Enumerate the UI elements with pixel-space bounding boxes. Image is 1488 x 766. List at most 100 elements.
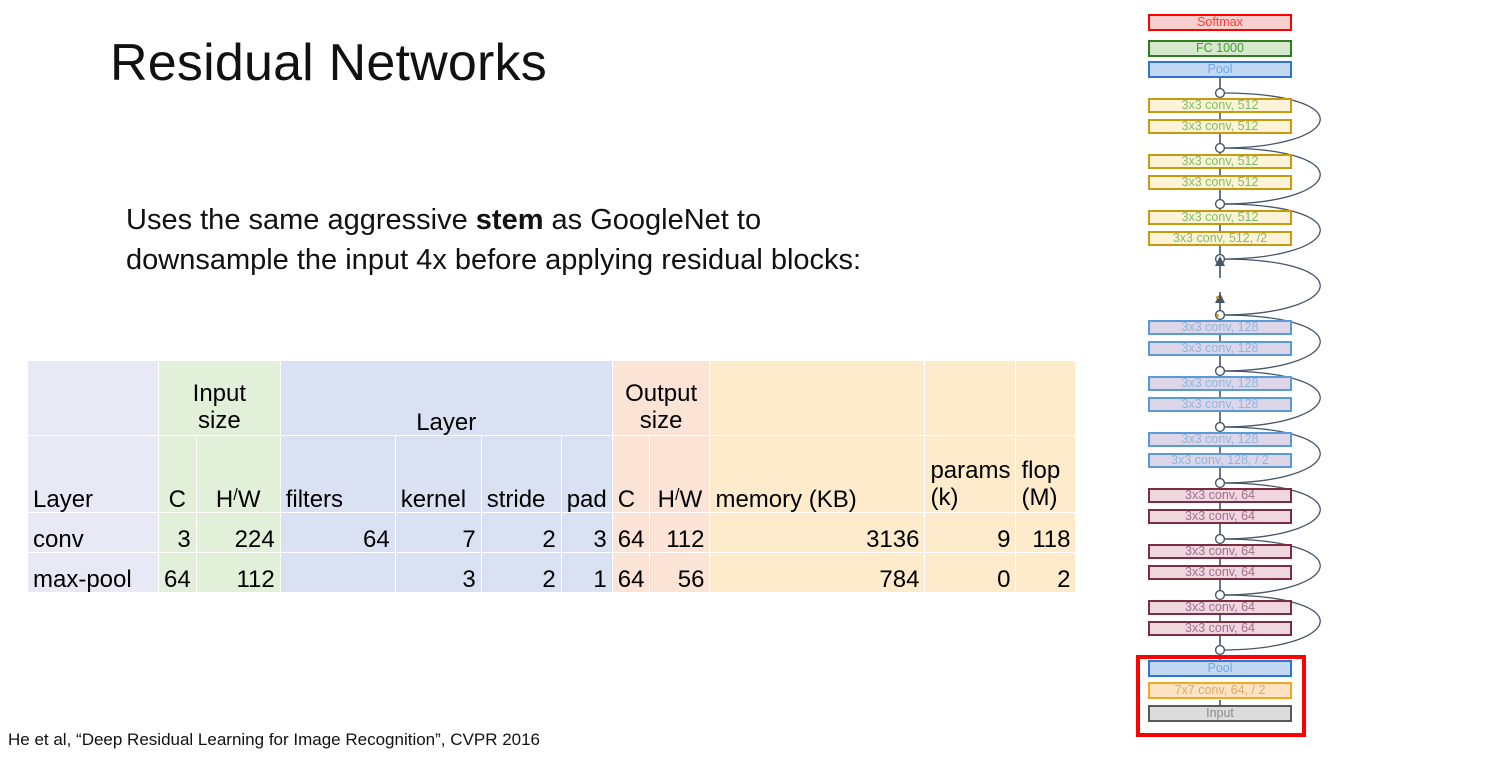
group-header-output-size-line1: Output — [625, 380, 698, 408]
table-row: conv 3 224 64 7 2 3 64 112 3136 9 118 — [27, 512, 1077, 553]
diagram-block-label: Pool — [1207, 62, 1233, 77]
body-text-after: as GoogleNet to downsample the input 4x … — [126, 204, 862, 276]
diagram-block: 3x3 conv, 64 — [1148, 600, 1292, 615]
diagram-block-label: 3x3 conv, 512 — [1181, 119, 1259, 134]
col-header-input-c: C — [158, 435, 197, 513]
diagram-block-label: 3x3 conv, 512 — [1181, 154, 1259, 169]
cell-input-hw: 112 — [195, 552, 281, 593]
group-header-memory-blank — [709, 360, 926, 436]
diagram-block-label: 7x7 conv, 64, / 2 — [1174, 683, 1266, 698]
body-text-before: Uses the same aggressive — [126, 204, 476, 236]
diagram-block: 7x7 conv, 64, / 2 — [1148, 682, 1292, 699]
col-header-output-hw-num: H — [657, 485, 676, 513]
col-header-flop: flop (M) — [1015, 435, 1077, 513]
diagram-block-label: 3x3 conv, 64 — [1185, 565, 1255, 580]
skip-junction — [1214, 421, 1226, 433]
cell-layer: max-pool — [27, 552, 159, 593]
diagram-block: 3x3 conv, 128 — [1148, 376, 1292, 391]
diagram-block: 3x3 conv, 128 — [1148, 320, 1292, 335]
col-header-flop-line1: flop — [1021, 457, 1061, 485]
skip-junction — [1214, 87, 1226, 99]
diagram-block-label: 3x3 conv, 64 — [1185, 600, 1255, 615]
diagram-block-label: Input — [1206, 706, 1234, 721]
skip-junction — [1214, 533, 1226, 545]
col-header-params: params (k) — [924, 435, 1017, 513]
cell-kernel: 7 — [394, 512, 482, 553]
skip-junction — [1214, 477, 1226, 489]
cell-stride: 2 — [480, 512, 562, 553]
skip-connection — [1219, 147, 1321, 205]
group-header-input-size: Input size — [158, 360, 281, 436]
cell-params: 0 — [924, 552, 1017, 593]
diagram-block: Input — [1148, 705, 1292, 722]
cell-memory: 3136 — [709, 512, 926, 553]
diagram-block-label: 3x3 conv, 64 — [1185, 509, 1255, 524]
col-header-output-c: C — [611, 435, 651, 513]
cell-input-hw: 224 — [195, 512, 281, 553]
page-title: Residual Networks — [110, 34, 547, 92]
col-header-flop-line2: (M) — [1021, 484, 1058, 512]
group-header-params-blank — [924, 360, 1017, 436]
diagram-block: 3x3 conv, 512 — [1148, 119, 1292, 134]
arrow-icon — [1215, 256, 1225, 266]
group-header-flop-blank — [1015, 360, 1077, 436]
cell-input-c: 3 — [158, 512, 197, 553]
skip-connection — [1219, 482, 1321, 540]
diagram-block: 3x3 conv, 128 — [1148, 341, 1292, 356]
table-group-header-row: Input size Layer Output size — [27, 360, 1077, 436]
diagram-block: Softmax — [1148, 14, 1292, 31]
cell-memory: 784 — [709, 552, 926, 593]
diagram-block-label: Pool — [1207, 661, 1233, 676]
body-paragraph: Uses the same aggressive stem as GoogleN… — [126, 200, 926, 280]
col-header-input-hw-num: H — [215, 485, 234, 513]
cell-output-c: 64 — [611, 552, 651, 593]
diagram-block-label: 3x3 conv, 64 — [1185, 488, 1255, 503]
table-row: max-pool 64 112 3 2 1 64 56 784 0 2 — [27, 552, 1077, 593]
cell-pad: 1 — [560, 552, 613, 593]
skip-junction — [1214, 644, 1226, 656]
cell-output-hw: 112 — [649, 512, 711, 553]
vertical-ellipsis-icon — [1216, 286, 1226, 317]
diagram-block-label: 3x3 conv, 128, / 2 — [1171, 453, 1269, 468]
skip-junction — [1214, 142, 1226, 154]
diagram-block: 3x3 conv, 128 — [1148, 432, 1292, 447]
cell-kernel: 3 — [394, 552, 482, 593]
skip-junction — [1214, 309, 1226, 321]
skip-connection — [1219, 370, 1321, 428]
diagram-block-label: 3x3 conv, 128 — [1181, 397, 1259, 412]
diagram-block-label: 3x3 conv, 128 — [1181, 320, 1259, 335]
skip-connection — [1219, 258, 1321, 316]
col-header-params-line1: params — [930, 457, 1011, 485]
skip-connection — [1219, 594, 1321, 651]
diagram-block: FC 1000 — [1148, 40, 1292, 57]
diagram-block: Pool — [1148, 660, 1292, 677]
skip-connection — [1219, 314, 1321, 372]
architecture-table: Input size Layer Output size Layer C H/W… — [27, 360, 1077, 593]
col-header-kernel: kernel — [394, 435, 482, 513]
skip-junction — [1214, 365, 1226, 377]
cell-params: 9 — [924, 512, 1017, 553]
diagram-block: 3x3 conv, 64 — [1148, 565, 1292, 580]
diagram-block-label: 3x3 conv, 512 — [1181, 98, 1259, 113]
col-header-filters: filters — [279, 435, 396, 513]
cell-flop: 2 — [1015, 552, 1077, 593]
cell-output-hw: 56 — [649, 552, 711, 593]
diagram-block: 3x3 conv, 128, / 2 — [1148, 453, 1292, 468]
diagram-block-label: 3x3 conv, 128 — [1181, 376, 1259, 391]
col-header-pad: pad — [560, 435, 613, 513]
diagram-block: 3x3 conv, 64 — [1148, 509, 1292, 524]
diagram-block-label: Softmax — [1197, 15, 1243, 30]
diagram-block: 3x3 conv, 128 — [1148, 397, 1292, 412]
col-header-memory: memory (KB) — [709, 435, 926, 513]
arrow-icon — [1215, 293, 1225, 303]
diagram-block-label: 3x3 conv, 512 — [1181, 175, 1259, 190]
col-header-output-hw-den: W — [679, 485, 703, 513]
col-header-layer: Layer — [27, 435, 159, 513]
stem-highlight-box — [1136, 655, 1306, 737]
diagram-block: Pool — [1148, 61, 1292, 78]
cell-flop: 118 — [1015, 512, 1077, 553]
diagram-block: 3x3 conv, 64 — [1148, 488, 1292, 503]
group-header-layer: Layer — [279, 360, 613, 436]
diagram-block: 3x3 conv, 64 — [1148, 621, 1292, 636]
